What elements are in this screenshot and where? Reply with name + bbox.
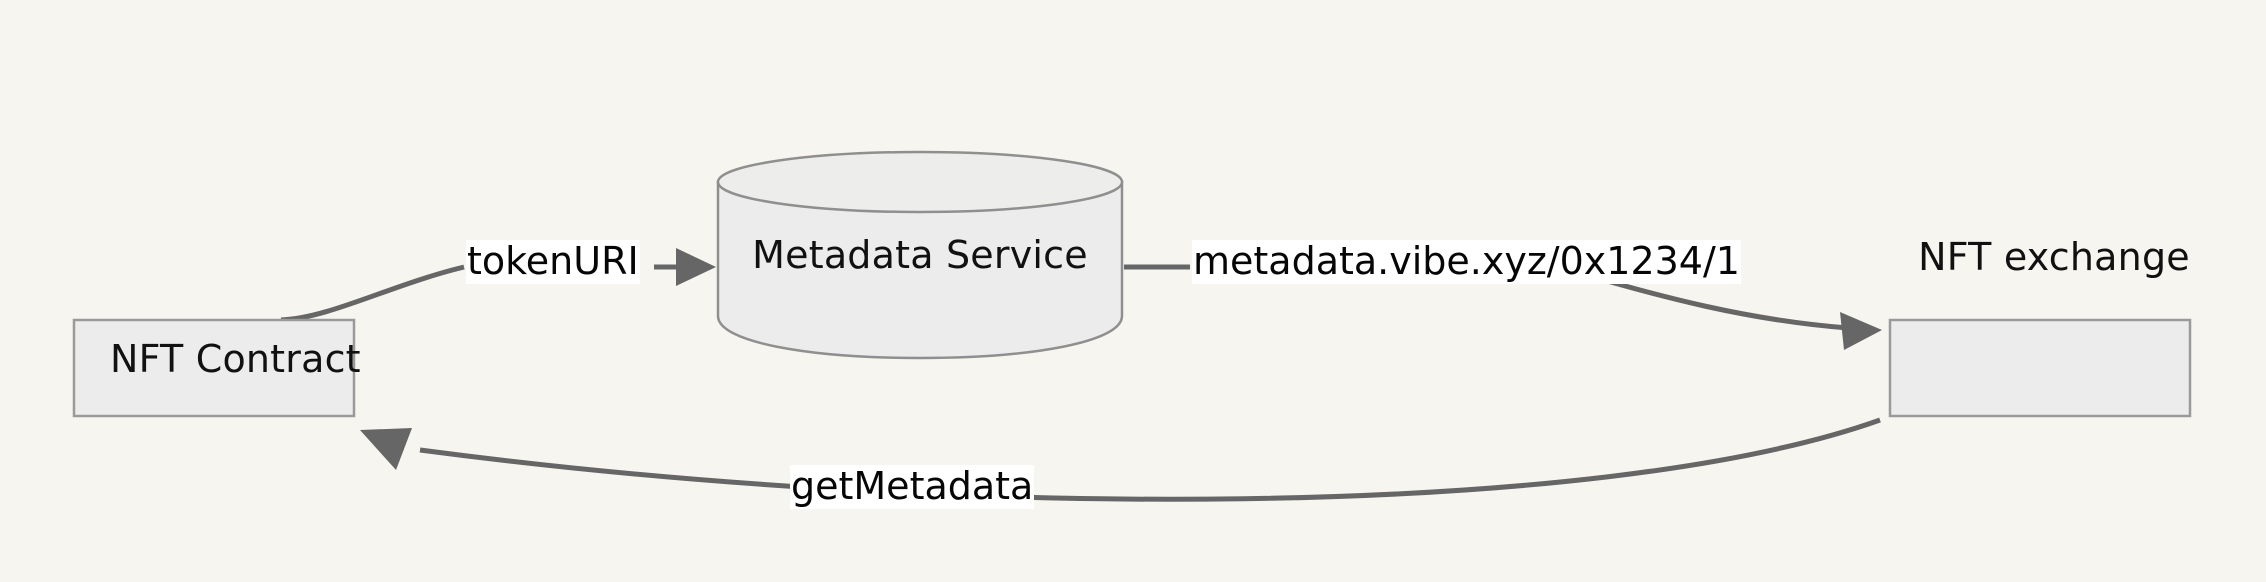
- node-metadata-service-body: [716, 180, 1124, 360]
- node-metadata-service-top: [716, 150, 1124, 214]
- edge-get-metadata: [360, 417, 1881, 502]
- node-nft-contract-label: NFT Contract: [110, 337, 361, 381]
- edge-token-uri-label: tokenURI: [466, 239, 640, 284]
- edge-token-uri-arrowhead: [676, 248, 716, 286]
- node-nft-exchange[interactable]: [1888, 318, 2192, 418]
- node-nft-exchange-label: NFT exchange: [1918, 235, 2190, 279]
- node-metadata-service-label: Metadata Service: [752, 233, 1088, 277]
- edge-metadata-url-label: metadata.vibe.xyz/0x1234/1: [1192, 239, 1741, 284]
- edge-token-uri-line: [280, 264, 465, 323]
- node-nft-contract[interactable]: [72, 318, 356, 418]
- node-metadata-service[interactable]: [716, 150, 1124, 360]
- edge-get-metadata-line: [419, 417, 1881, 502]
- edge-get-metadata-label: getMetadata: [790, 464, 1035, 509]
- edge-token-uri: [280, 248, 716, 323]
- edge-metadata-url-arrowhead: [1840, 312, 1882, 350]
- edge-get-metadata-arrowhead: [360, 428, 412, 470]
